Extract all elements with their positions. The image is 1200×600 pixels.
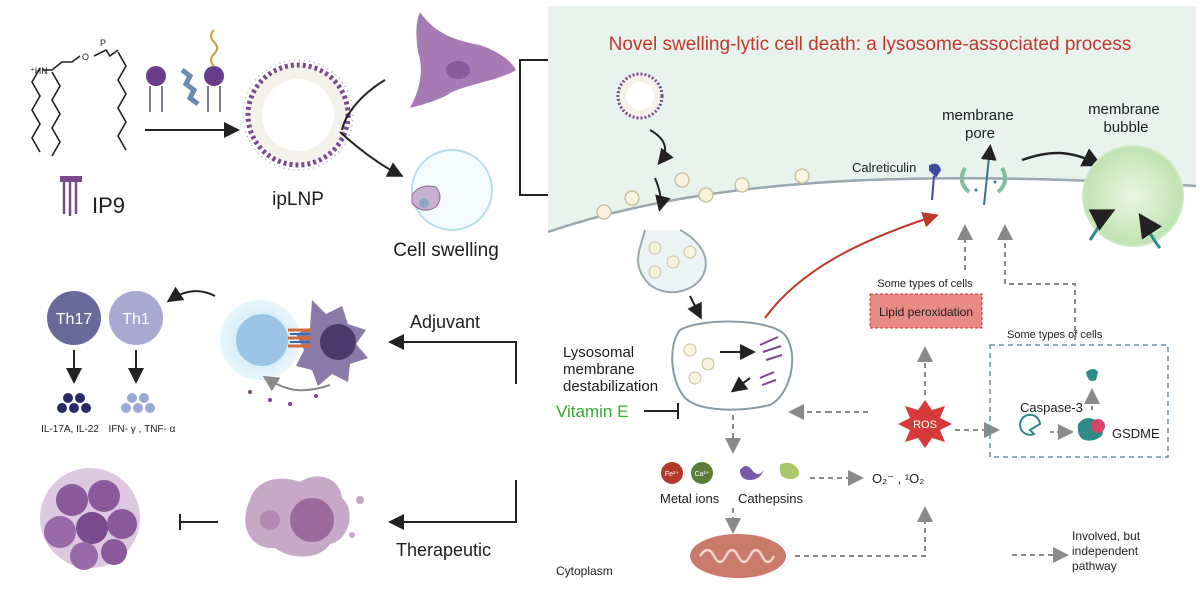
endosome <box>637 229 707 294</box>
arrow-to-lysosome <box>687 295 702 320</box>
arrow-adjuvant <box>388 334 517 384</box>
swollen-cell <box>411 149 493 231</box>
th17-cytokine-dots <box>57 393 91 413</box>
arrow-lnp-to-membrane <box>649 129 674 166</box>
arrow-therapeutic <box>388 480 517 530</box>
lipid-components <box>146 29 224 112</box>
caspase-icon <box>1019 413 1042 436</box>
o2-label: O₂⁻ , ¹O₂ <box>872 471 924 486</box>
panel-title: Novel swelling-lytic cell death: a lysos… <box>609 34 1132 55</box>
cell-membrane <box>547 176 1197 234</box>
cytoplasm-label: Cytoplasm <box>556 564 613 578</box>
ros-star <box>898 400 952 448</box>
arrow-to-th-cells <box>166 286 216 303</box>
inhibit-tumor <box>179 514 218 530</box>
therapeutic-label: Therapeutic <box>396 540 491 560</box>
th1-cytokines-label: IFN- γ , TNF- α <box>109 424 176 435</box>
ip9-label: IP9 <box>92 193 125 218</box>
cytoplasm-region <box>548 178 1196 595</box>
lnp-particles <box>596 168 810 220</box>
gsdme-label: GSDME <box>1112 426 1160 441</box>
th17-label: Th17 <box>56 311 93 328</box>
gsdme-icon <box>1077 418 1105 441</box>
membrane-pore-icon <box>959 144 1008 206</box>
arrow-lysosome-to-calreticulin <box>764 212 939 319</box>
ip9-atom-p: P <box>100 38 106 48</box>
th17-cytokines-label: IL-17A, IL-22 <box>41 424 99 435</box>
ip9-atom-o: O <box>82 52 89 62</box>
lipid-peroxidation-box <box>869 293 983 329</box>
arrow-gsdme-to-pore <box>997 224 1076 340</box>
calreticulin-label: Calreticulin <box>852 160 916 175</box>
metal-ions-label: Metal ions <box>660 491 720 506</box>
mitochondrion <box>690 534 786 578</box>
tumor-cluster <box>40 468 140 570</box>
membrane-bubble-label: membrane bubble <box>1088 101 1164 136</box>
cathepsin-shape-1 <box>740 466 764 480</box>
membrane-bubble <box>1082 145 1184 247</box>
some-types-label-2: Some types of cells <box>1007 329 1103 341</box>
vitamin-e-inhibit <box>644 403 679 419</box>
caspase-pathway-box <box>989 344 1169 458</box>
cell-swelling-label: Cell swelling <box>393 240 499 261</box>
bubble-inflow-arrow-2 <box>1138 213 1162 249</box>
ip9-atom-nh: ⁺HN <box>30 66 48 76</box>
adjuvant-label: Adjuvant <box>410 312 480 332</box>
arrow-endocytosis <box>654 177 671 212</box>
svg-text:Fe²⁺: Fe²⁺ <box>665 470 680 478</box>
lmd-label: Lysosomal membrane destabilization <box>563 344 658 395</box>
iplnp-particle <box>242 59 354 171</box>
some-types-label-1: Some types of cells <box>877 278 973 290</box>
th17-cell <box>47 291 101 345</box>
cathepsin-shape-2 <box>779 462 799 479</box>
metal-ions: Fe²⁺ Ca²⁺ <box>661 462 713 484</box>
vitamin-e-label: Vitamin E <box>556 402 628 421</box>
dendritic-cell-tcell <box>220 300 368 406</box>
arrow-pore-to-bubble <box>1021 148 1103 167</box>
th1-label: Th1 <box>122 311 150 328</box>
lysosome <box>671 320 794 411</box>
legend-label: Involved, but independent pathway <box>1072 529 1143 573</box>
gsdme-n-terminal-icon <box>1086 369 1098 381</box>
bubble-inflow-arrow-1 <box>1088 209 1116 241</box>
iplnp-label: ipLNP <box>272 189 324 210</box>
cell-nucleus <box>446 61 470 79</box>
ip9-chemical-structure <box>31 48 127 157</box>
ros-label: ROS <box>913 419 937 431</box>
th1-cell <box>109 291 163 345</box>
calreticulin-icon <box>929 163 942 201</box>
cell-normal <box>410 12 516 108</box>
ip9-lipid-icon <box>60 176 82 216</box>
th1-cytokine-dots <box>121 393 155 413</box>
svg-text:Ca²⁺: Ca²⁺ <box>695 470 710 478</box>
caspase-label: Caspase-3 <box>1020 400 1083 415</box>
arrow-to-swelling <box>339 131 404 177</box>
arrow-mito-to-o2 <box>795 506 933 557</box>
cathepsins-label: Cathepsins <box>738 491 804 506</box>
membrane-pore-label: membrane pore <box>942 107 1018 142</box>
lipid-peroxidation-label: Lipid peroxidation <box>879 305 973 319</box>
lysed-tumor-cell <box>245 476 364 557</box>
lnp-incoming <box>616 72 664 120</box>
arrow-cell-branch <box>341 79 386 131</box>
panel-bracket <box>519 59 548 196</box>
